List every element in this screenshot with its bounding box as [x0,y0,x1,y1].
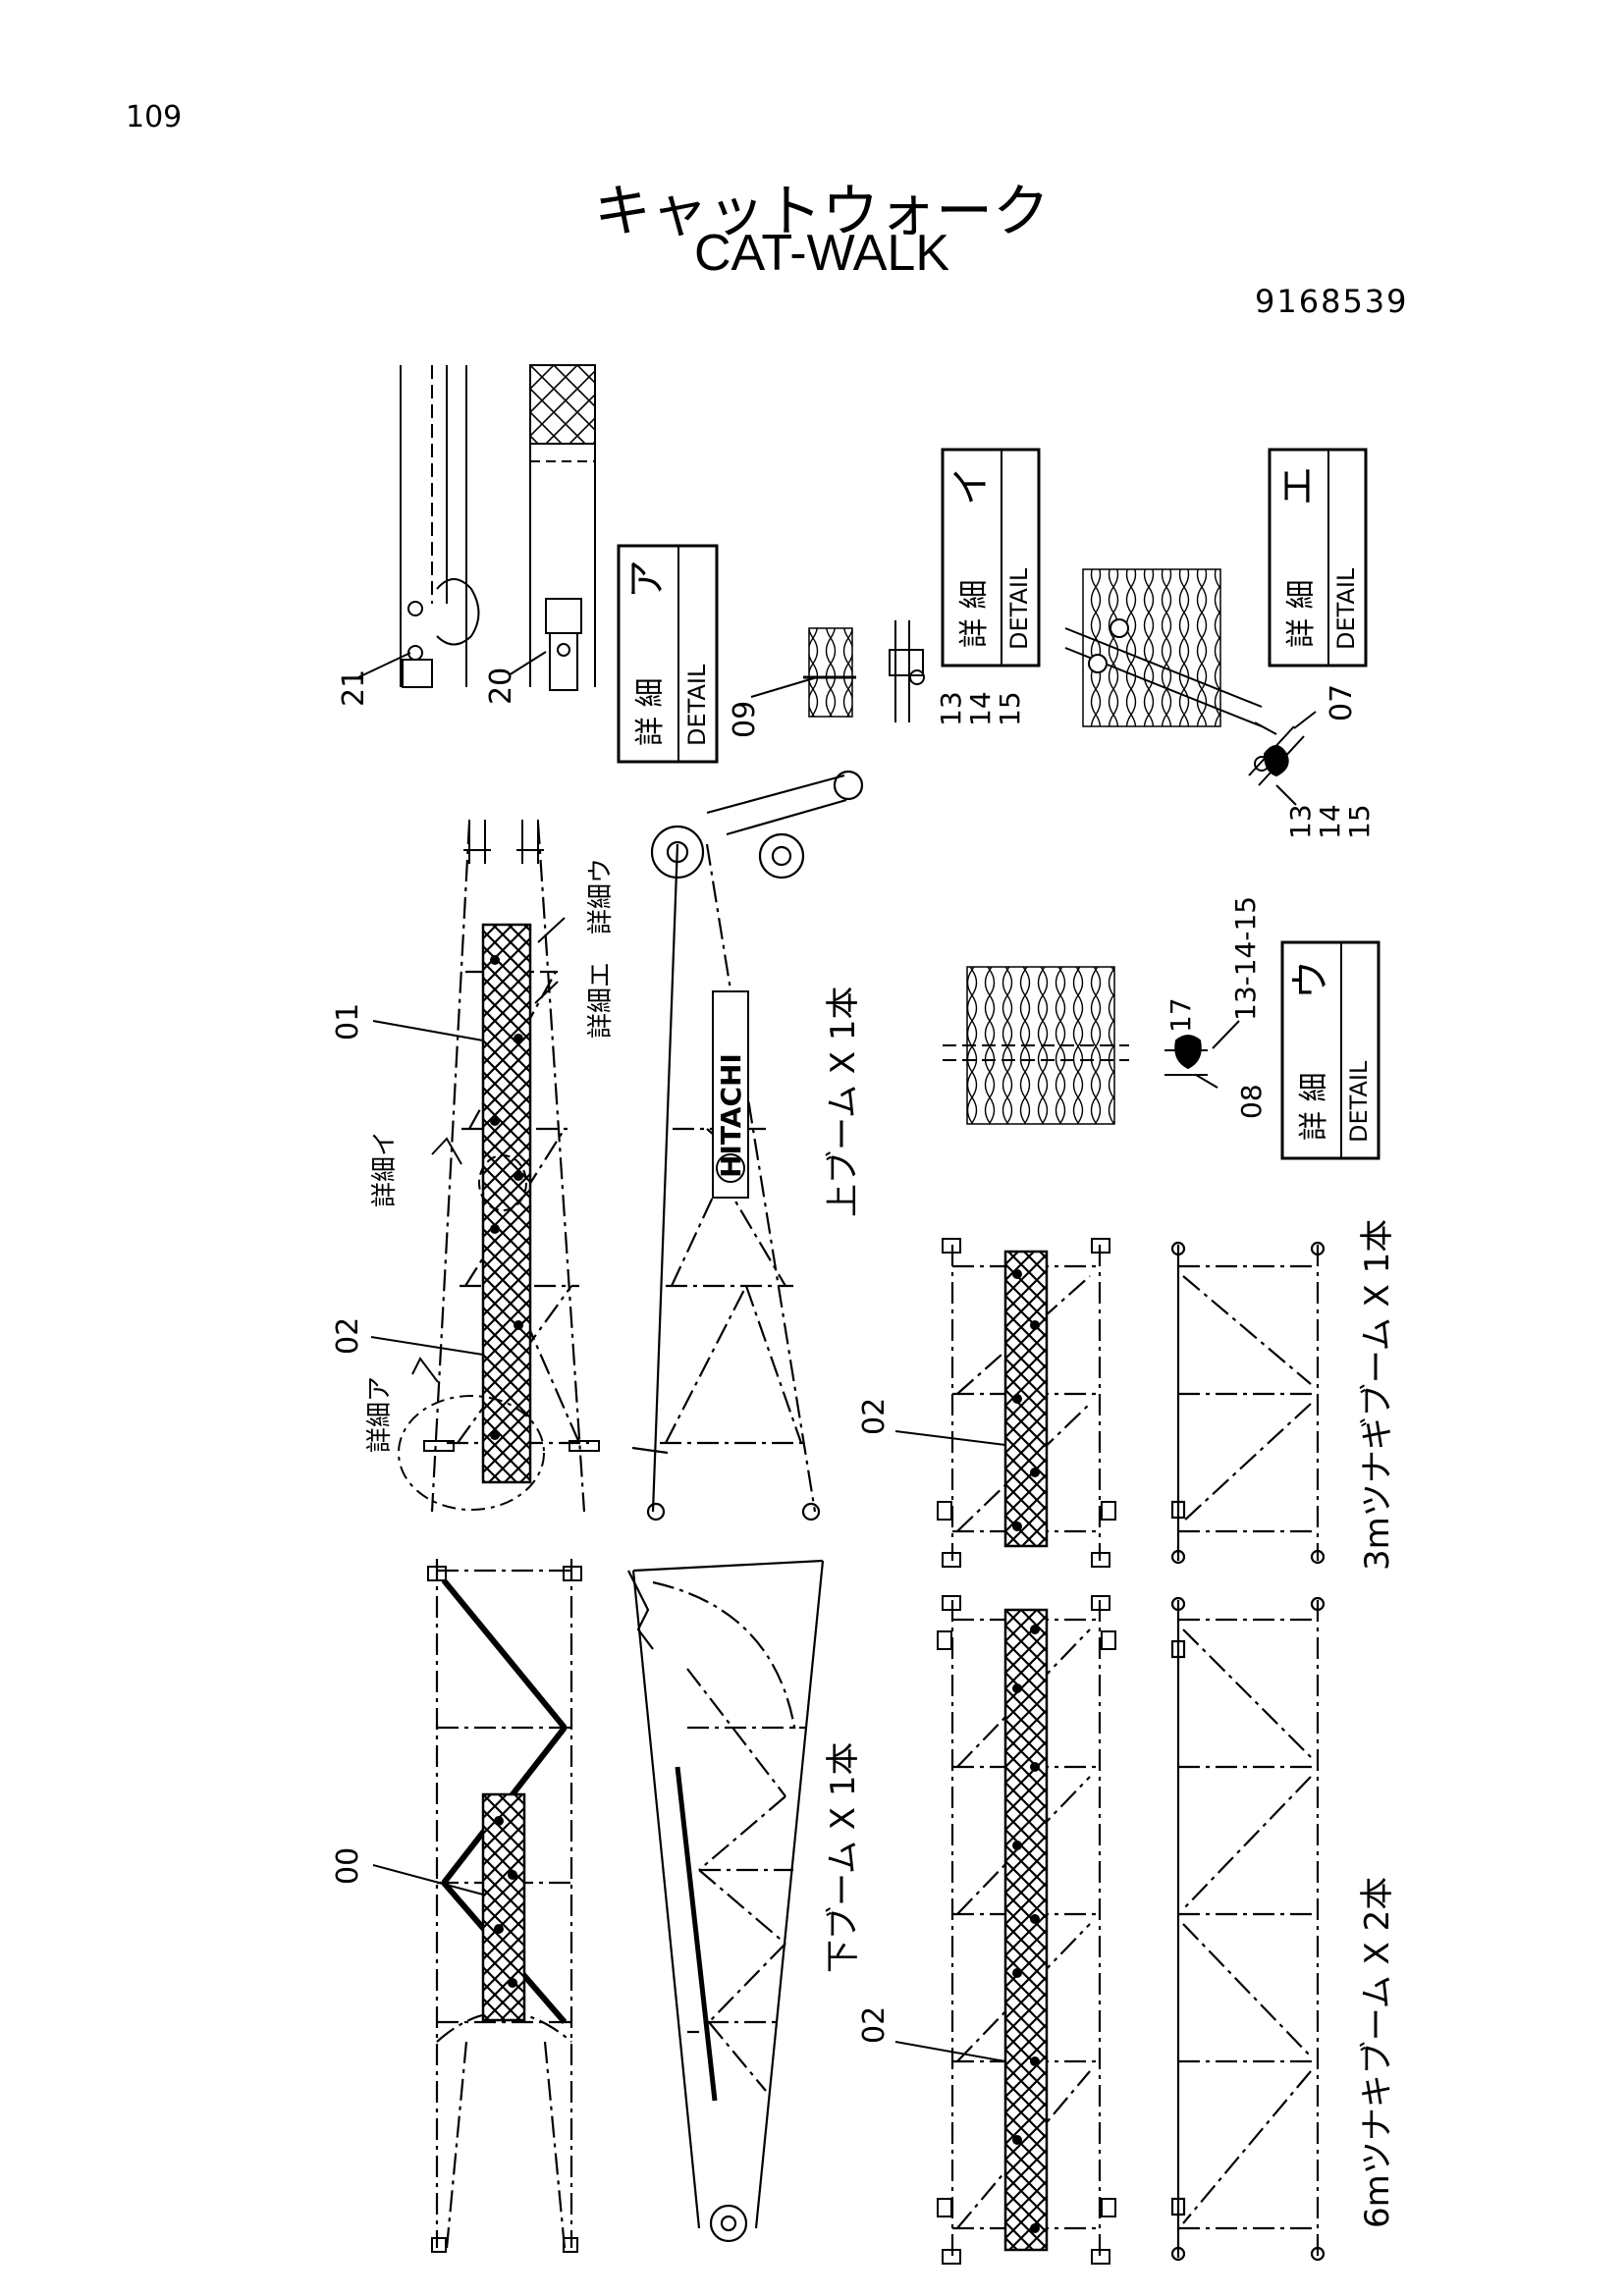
insert-6m-label: 6mツナキブーム X 2本 [1358,1877,1397,2228]
detail-a-crosshatch-view [529,364,596,691]
detail-box-a: ア 詳 細 DETAIL [617,544,719,764]
detail-box-e: エ 詳 細 DETAIL [1268,448,1368,667]
part-number-15a: 15 [994,691,1026,726]
lower-boom-panel-bolts [494,1816,517,1988]
detail-box-e-kanji: 詳 細 [1284,579,1319,648]
part-number-02-6m: 02 [857,2006,892,2044]
upper-boom-tip-detail [423,820,600,1452]
part-number-14a: 14 [964,691,997,726]
insert-3m-fittings [937,1238,1116,1568]
drawing-number: 9168539 [1255,283,1409,320]
detail-u-mesh [943,966,1129,1125]
callout-detail-i: 詳細イ [370,1131,400,1207]
detail-box-u-word: DETAIL [1345,1060,1373,1143]
title-english: CAT-WALK [693,225,950,282]
catwalk-panel-02-6m [1003,1608,1049,2252]
hitachi-logo-text: HITACHI [715,1053,747,1178]
part-number-17: 17 [1164,997,1197,1033]
part-number-00: 00 [331,1847,365,1885]
insert-6m-fittings [937,1595,1116,2265]
detail-box-i-letter: イ [948,466,994,506]
lower-boom-plan [435,1559,573,2249]
lower-boom-side [627,1559,825,2243]
detail-a-region-circle [398,1395,545,1511]
insert-3m-label: 3mツナギブーム X 1本 [1358,1219,1397,1571]
detail-box-i-kanji: 詳 細 [957,579,992,648]
detail-07-clip [1248,711,1317,806]
part-number-21: 21 [337,669,371,707]
lower-boom-label: 下ブーム X 1本 [824,1741,863,1973]
detail-box-a-word: DETAIL [683,664,711,746]
catwalk-panel-01-02 [481,923,532,1484]
part-number-13a: 13 [935,691,967,726]
detail-box-e-word: DETAIL [1332,567,1360,650]
upper-boom-label: 上ブーム X 1本 [824,986,863,1217]
insert-6m-side [1170,1596,1326,2262]
title-japanese: キャットウォーク [593,178,1050,244]
leader-lines-upper [370,917,566,1383]
part-number-07: 07 [1325,684,1359,721]
detail-e-mesh [1064,568,1277,735]
detail-box-a-letter: ア [624,560,670,599]
insert-3m-bolts [1012,1269,1040,1531]
part-number-13b: 13 [1284,804,1317,839]
detail-box-u: ウ 詳 細 DETAIL [1280,940,1380,1160]
detail-box-e-letter: エ [1275,466,1321,506]
part-number-09: 09 [728,701,762,738]
detail-13-14-15-clip [889,620,925,722]
part-number-20: 20 [484,667,518,705]
upper-boom-panel-bolts [490,955,523,1440]
callout-detail-e: 詳細エ [586,962,616,1039]
insert-3m-side [1170,1241,1326,1565]
detail-box-a-kanji: 詳 細 [633,677,668,746]
page-number: 109 [126,100,183,134]
detail-box-u-kanji: 詳 細 [1297,1072,1331,1141]
leader-line-02-6m [894,2041,1006,2062]
part-number-15b: 15 [1343,804,1376,839]
hitachi-logo-panel: HITACHI [712,990,749,1199]
detail-i-region-circle [478,1154,527,1211]
detail-box-i: イ 詳 細 DETAIL [941,448,1041,667]
leader-line-02-3m [894,1430,1006,1446]
detail-09-mesh [750,627,856,718]
callout-detail-a: 詳細ア [365,1376,395,1453]
insert-6m-bolts [1012,1625,1040,2233]
leader-lines-21-20 [357,651,547,678]
part-number-01: 01 [331,1003,365,1041]
catwalk-panel-02-3m [1003,1250,1049,1548]
leader-line-00 [372,1864,484,1896]
detail-17-08-clip [1164,1020,1240,1089]
part-number-13-14-15c: 13-14-15 [1229,896,1262,1021]
part-number-08: 08 [1235,1084,1268,1119]
catwalk-panel-00 [481,1792,526,2022]
part-number-14b: 14 [1314,804,1346,839]
lower-boom-end-fittings [427,1566,582,2253]
detail-box-i-word: DETAIL [1005,567,1033,650]
detail-a-rail-view [400,365,480,688]
part-number-02-upper: 02 [331,1317,365,1355]
part-number-02-3m: 02 [857,1398,892,1435]
detail-box-u-letter: ウ [1288,960,1333,999]
callout-detail-u: 詳細ウ [586,858,616,934]
